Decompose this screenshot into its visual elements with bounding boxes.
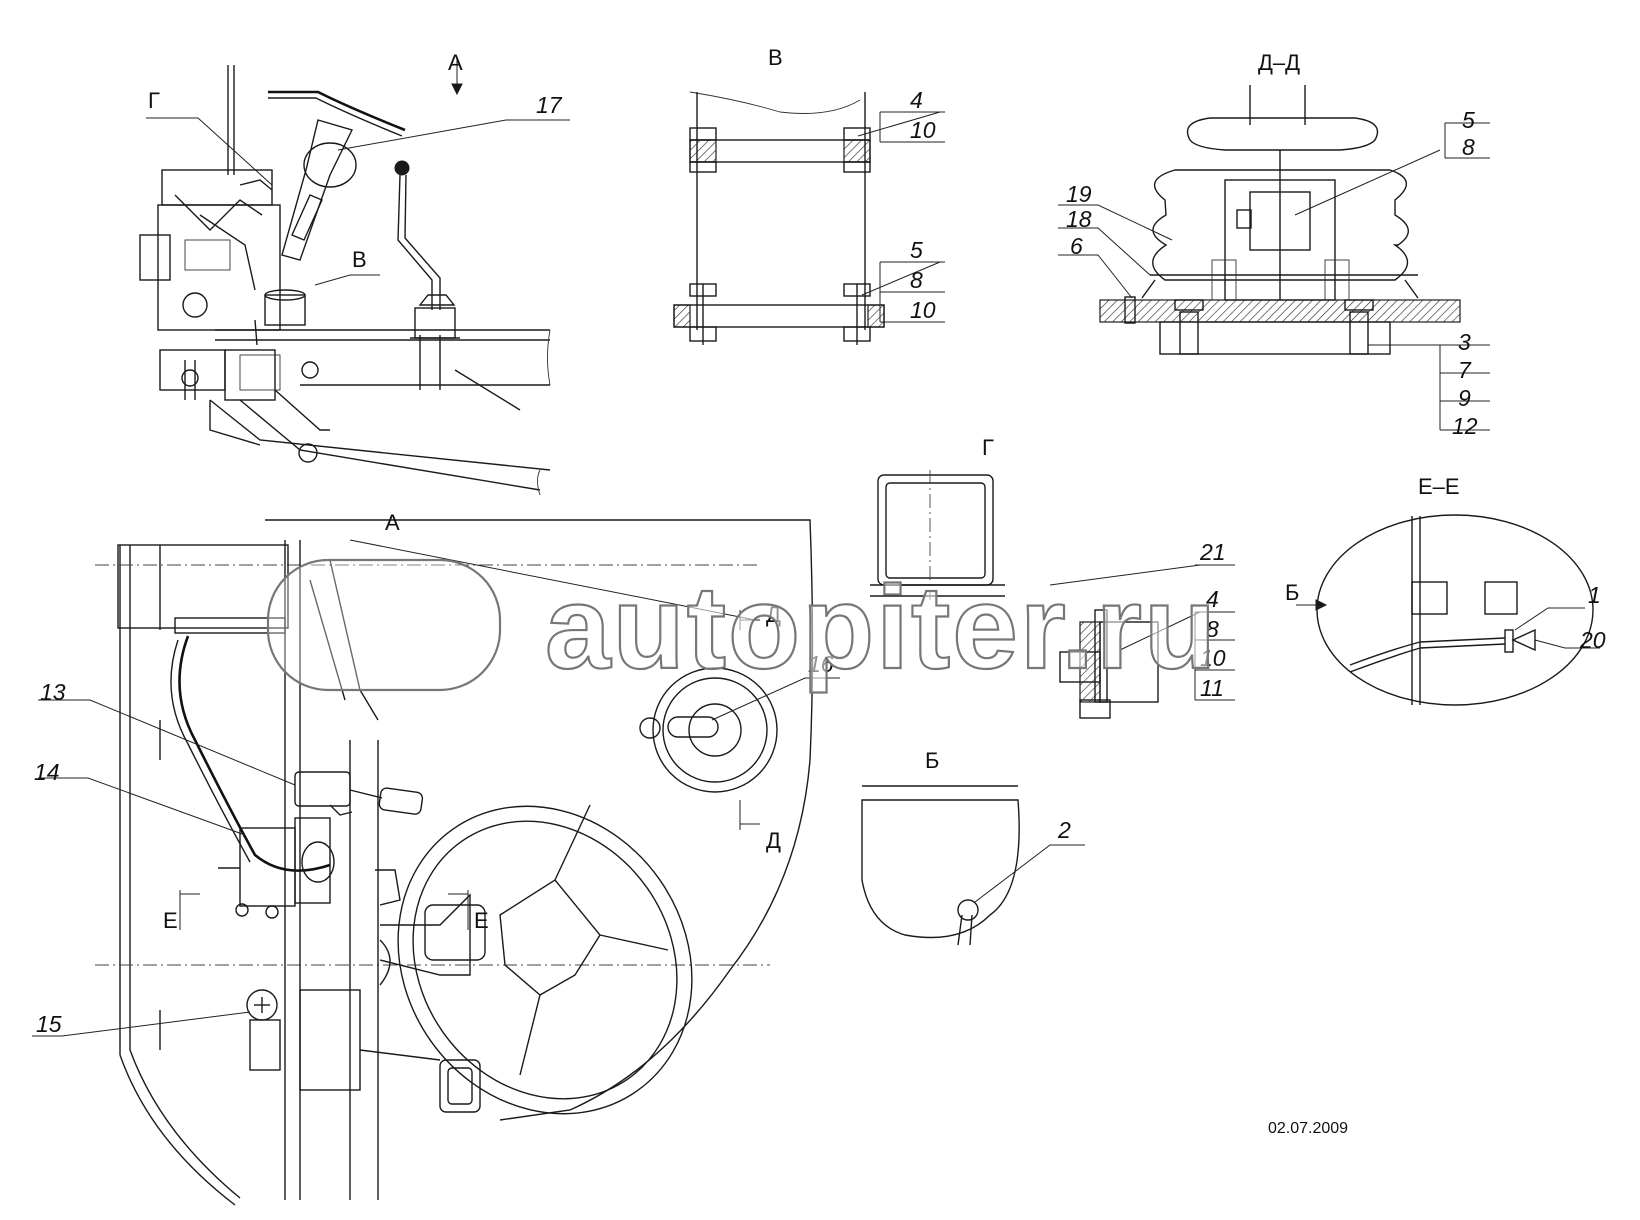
callout-6: 6 bbox=[1070, 233, 1083, 259]
drawing-date: 02.07.2009 bbox=[1268, 1120, 1348, 1137]
view-v bbox=[673, 91, 945, 345]
section-mark-e-left: Е bbox=[163, 908, 178, 933]
callout-9: 9 bbox=[1458, 385, 1471, 411]
side-view bbox=[139, 60, 570, 496]
section-title-dd: Д–Д bbox=[1258, 50, 1300, 75]
callout-17: 17 bbox=[536, 92, 563, 118]
callout-2: 2 bbox=[1057, 817, 1071, 843]
view-title-a: А bbox=[385, 510, 400, 535]
watermark: autopiter.ru bbox=[266, 558, 1218, 695]
view-label-g-leader: Г bbox=[148, 88, 160, 113]
view-b bbox=[861, 785, 1085, 946]
view-label-a: А bbox=[448, 50, 463, 75]
arrow-label-b: Б bbox=[1285, 580, 1299, 605]
callout-v-10b: 10 bbox=[910, 297, 936, 323]
callout-16: 16 bbox=[808, 651, 834, 677]
callout-g-4: 4 bbox=[1206, 586, 1219, 612]
callout-v-8: 8 bbox=[910, 267, 923, 293]
watermark-text: autopiter.ru bbox=[545, 562, 1218, 694]
view-title-g: Г bbox=[982, 435, 994, 460]
callout-g-10: 10 bbox=[1200, 645, 1226, 671]
callout-dd-8: 8 bbox=[1462, 134, 1475, 160]
callout-3: 3 bbox=[1458, 329, 1471, 355]
view-g bbox=[870, 470, 1235, 719]
callout-v-4: 4 bbox=[910, 87, 923, 113]
callout-1: 1 bbox=[1588, 582, 1601, 608]
section-ee bbox=[1296, 514, 1600, 706]
section-mark-d-top: Д bbox=[766, 602, 781, 627]
view-title-v: В bbox=[768, 45, 783, 70]
callout-7: 7 bbox=[1458, 357, 1472, 383]
callout-13: 13 bbox=[40, 679, 66, 705]
section-mark-d-bottom: Д bbox=[766, 828, 781, 853]
view-title-b: Б bbox=[925, 748, 939, 773]
callout-dd-5: 5 bbox=[1462, 107, 1475, 133]
callout-19: 19 bbox=[1066, 181, 1092, 207]
section-mark-e-right: Е bbox=[474, 908, 489, 933]
watermark-badge-icon bbox=[266, 558, 502, 692]
view-a bbox=[32, 519, 840, 1206]
callout-v-10: 10 bbox=[910, 117, 936, 143]
section-dd bbox=[1058, 85, 1490, 431]
section-title-ee: Е–Е bbox=[1418, 474, 1460, 499]
callout-g-8: 8 bbox=[1206, 616, 1219, 642]
callout-12: 12 bbox=[1452, 413, 1478, 439]
callout-18: 18 bbox=[1066, 206, 1092, 232]
view-label-v-leader: В bbox=[352, 247, 367, 272]
callout-15: 15 bbox=[36, 1011, 62, 1037]
callout-g-11: 11 bbox=[1200, 675, 1224, 701]
callout-20: 20 bbox=[1579, 627, 1606, 653]
callout-14: 14 bbox=[34, 759, 60, 785]
callout-21: 21 bbox=[1199, 539, 1226, 565]
callout-v-5: 5 bbox=[910, 237, 923, 263]
